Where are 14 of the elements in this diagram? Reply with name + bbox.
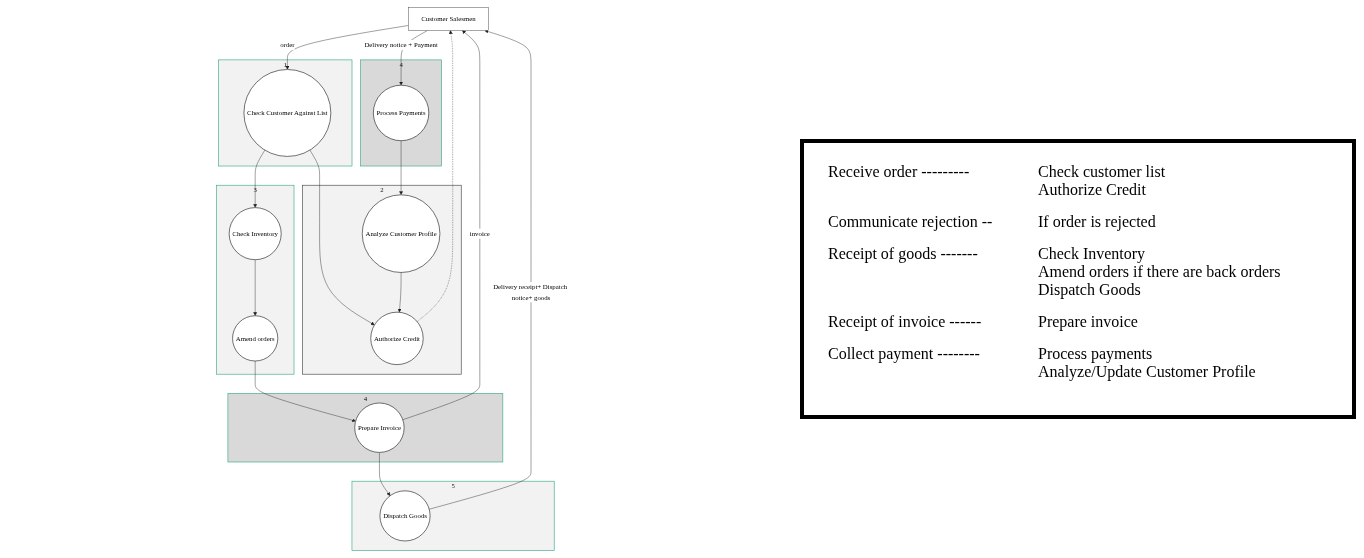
table-text: Communicate rejection -- bbox=[828, 213, 993, 230]
table-text: If order is rejected bbox=[1038, 213, 1156, 231]
table-text: Receive order --------- bbox=[828, 163, 970, 180]
table-text: Authorize Credit bbox=[1038, 181, 1147, 199]
table-text: Prepare invoice bbox=[1038, 313, 1138, 331]
table-text: Collect payment -------- bbox=[828, 345, 980, 362]
table-text: Check customer list bbox=[1038, 163, 1166, 181]
table-text: Dispatch Goods bbox=[1038, 281, 1142, 299]
table-text: Check Inventory bbox=[1038, 245, 1147, 263]
table-text: Process payments bbox=[1038, 345, 1154, 363]
table-text: Receipt of invoice ------ bbox=[828, 313, 982, 330]
table-text: Analyze/Update Customer Profile bbox=[1038, 363, 1256, 381]
table-text: Receipt of goods ------- bbox=[828, 245, 978, 262]
table-text: Amend orders if there are back orders bbox=[1038, 263, 1281, 281]
